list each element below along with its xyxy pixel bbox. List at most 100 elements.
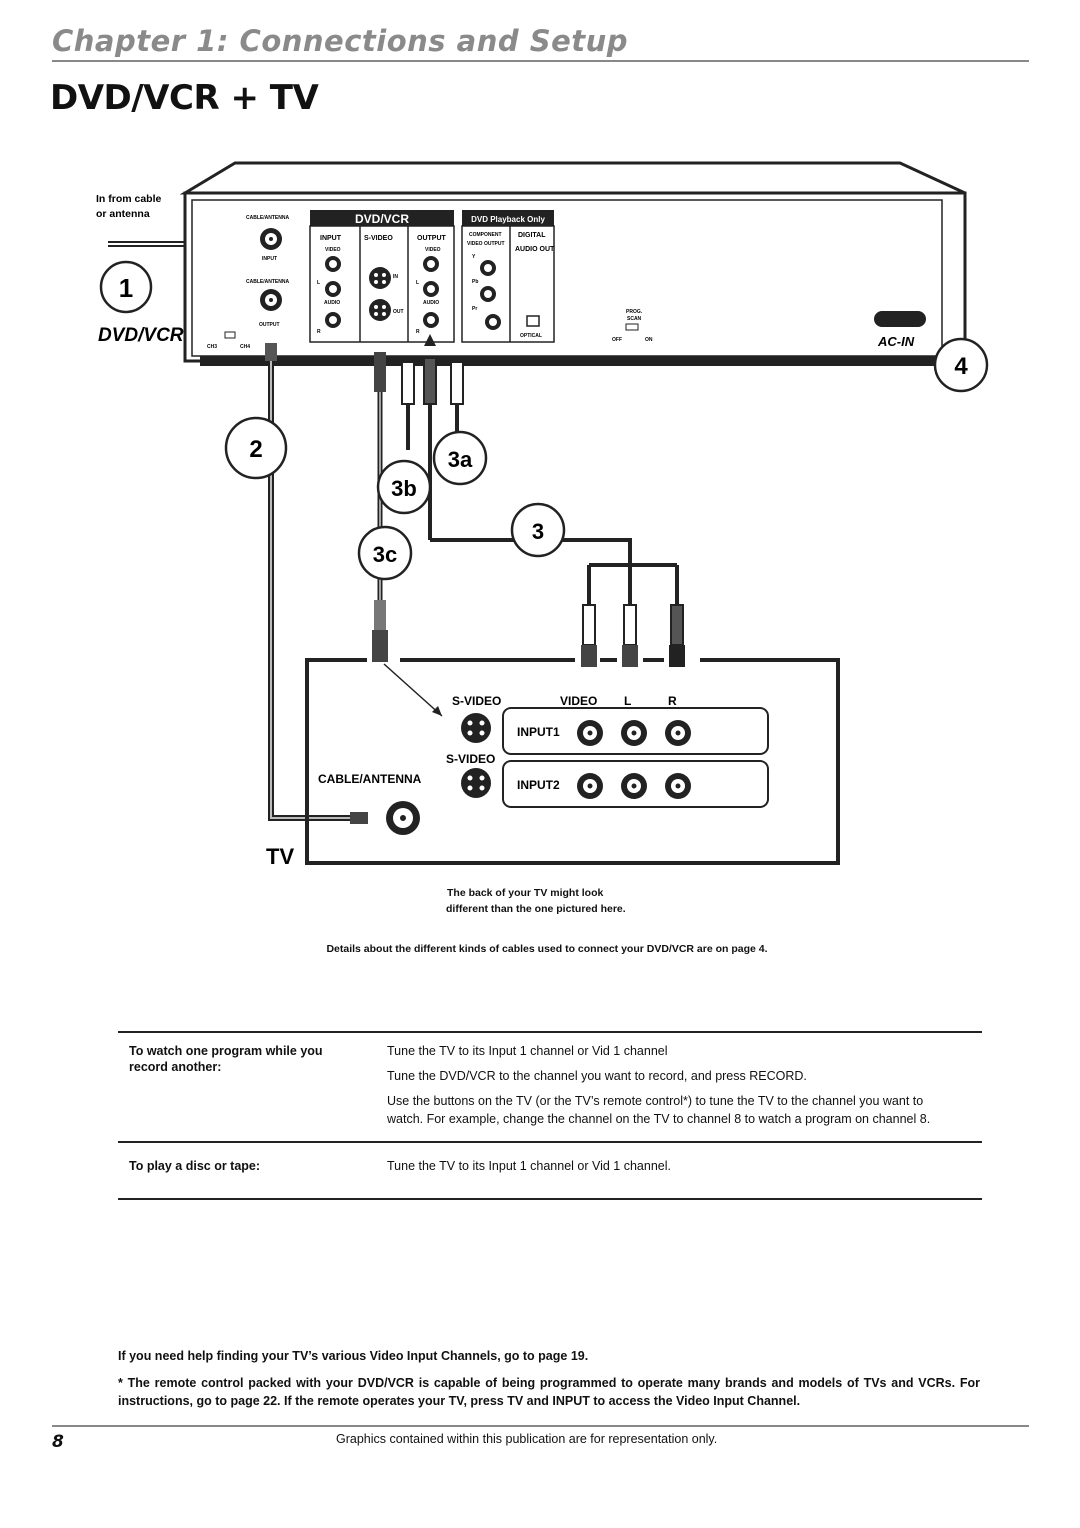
step-2-badge — [224, 416, 288, 480]
input-video-label: VIDEO — [325, 247, 341, 253]
step-3a-badge — [432, 430, 488, 486]
tv-input2-jacks — [577, 773, 691, 799]
rca-cables-from-dvd-vcr — [401, 334, 679, 610]
row-1-step-1: Tune the TV to its Input 1 channel or Vi… — [387, 1044, 668, 1058]
table-bottom-rule — [118, 1198, 982, 1200]
tv-video-label: VIDEO — [560, 694, 597, 708]
row-1-step-2: Tune the DVD/VCR to the channel you want… — [387, 1069, 807, 1083]
step-3c-label: 3c — [373, 542, 397, 567]
cable-antenna-top-label: CABLE/ANTENNA — [246, 215, 289, 221]
dvd-playback-only-label: DVD Playback Only — [471, 215, 545, 224]
remote-footnote: * The remote control packed with your DV… — [118, 1376, 980, 1408]
svideo-header: S-VIDEO — [364, 235, 393, 242]
tv-input2-label: INPUT2 — [517, 778, 560, 792]
prog-scan-switch — [625, 323, 639, 331]
digital-label: DIGITAL — [518, 232, 546, 239]
component-jacks — [480, 260, 501, 330]
tv-svideo-jacks — [461, 713, 491, 798]
svideo-in-label: IN — [393, 274, 398, 280]
tv-back-panel — [305, 658, 840, 865]
tv-input1-jacks — [577, 720, 691, 746]
tv-note-line-1: The back of your TV might look — [447, 887, 604, 899]
ac-in-socket — [874, 311, 926, 327]
scan-label: SCAN — [627, 316, 642, 322]
on-label: ON — [645, 337, 653, 343]
row-2-step-1: Tune the TV to its Input 1 channel or Vi… — [387, 1159, 671, 1173]
table-top-rule — [118, 1031, 982, 1033]
or-antenna-label: or antenna — [96, 208, 150, 220]
step-2-number: 2 — [249, 436, 262, 463]
dvd-vcr-label: DVD/VCR — [98, 325, 184, 346]
input-audio-label: AUDIO — [324, 300, 340, 306]
step-3b-label: 3b — [391, 476, 417, 501]
ch4-label: CH4 — [240, 344, 250, 350]
tv-coax-jack — [386, 801, 420, 835]
table-middle-rule — [118, 1141, 982, 1143]
step-4-number: 4 — [954, 353, 968, 380]
y-label: Y — [472, 254, 476, 260]
tv-svideo-bottom-label: S-VIDEO — [446, 752, 495, 766]
rf-output-jack — [260, 289, 282, 311]
cable-antenna-bottom-label: CABLE/ANTENNA — [246, 279, 289, 285]
output-header: OUTPUT — [417, 235, 447, 242]
footer-note: Graphics contained within this publicati… — [336, 1432, 718, 1446]
output-r-label: R — [416, 329, 420, 335]
header-rule — [52, 60, 1029, 62]
pr-label: Pr — [472, 306, 477, 312]
in-from-cable-label: In from cable — [96, 193, 162, 205]
step-3b-badge — [376, 459, 432, 515]
page-number: 8 — [52, 1432, 64, 1452]
row-1-task-line-2: record another: — [129, 1060, 222, 1074]
input-r-label: R — [317, 329, 321, 335]
dvd-vcr-band-label: DVD/VCR — [355, 212, 409, 226]
coax-cable-to-tv — [265, 343, 368, 824]
off-label: OFF — [612, 337, 622, 343]
audio-out-label: AUDIO OUT — [515, 246, 555, 253]
output-rca-jacks — [423, 256, 439, 328]
dvd-vcr-band — [310, 210, 454, 226]
step-3-number: 3 — [532, 519, 544, 544]
footer-rule — [52, 1425, 1029, 1427]
svideo-out-label: OUT — [393, 309, 404, 315]
pb-label: Pb — [472, 279, 478, 285]
prog-label: PROG. — [626, 309, 643, 315]
row-1-task-line-1: To watch one program while you — [129, 1044, 323, 1058]
video-output-label: VIDEO OUTPUT — [467, 241, 505, 247]
step-3a-label: 3a — [448, 447, 473, 472]
row-1-step-3: Use the buttons on the TV (or the TV’s r… — [387, 1094, 924, 1108]
rf-input-jack — [260, 228, 282, 250]
step-4-badge — [933, 337, 989, 393]
row-2-task: To play a disc or tape: — [129, 1159, 261, 1173]
ch3-ch4-switch — [224, 331, 236, 339]
dvd-vcr-back-panel — [179, 161, 967, 366]
tv-label: TV — [266, 844, 294, 869]
output-video-label: VIDEO — [425, 247, 441, 253]
output-small-label: OUTPUT — [259, 322, 280, 328]
optical-label: OPTICAL — [520, 333, 542, 339]
optical-jack — [526, 315, 540, 327]
tv-r-label: R — [668, 694, 677, 708]
dvd-playback-band — [462, 210, 554, 226]
step-1-badge — [99, 260, 153, 314]
step-3c-badge — [357, 525, 413, 581]
output-l-label: L — [416, 280, 419, 286]
tv-note-line-2: different than the one pictured here. — [446, 903, 626, 915]
rca-plugs-to-tv — [581, 604, 685, 667]
tv-svideo-top-label: S-VIDEO — [452, 694, 501, 708]
component-label: COMPONENT — [469, 232, 502, 238]
output-audio-label: AUDIO — [423, 300, 439, 306]
input-small-label: INPUT — [262, 256, 277, 262]
page-title: DVD/VCR + TV — [50, 78, 319, 118]
chapter-heading: Chapter 1: Connections and Setup — [52, 24, 629, 58]
ch3-label: CH3 — [207, 344, 217, 350]
row-1-step-4: watch. For example, change the channel o… — [387, 1112, 931, 1126]
help-note: If you need help finding your TV’s vario… — [118, 1349, 589, 1363]
tv-l-label: L — [624, 694, 631, 708]
step-1-number: 1 — [119, 273, 133, 303]
tv-cable-antenna-label: CABLE/ANTENNA — [318, 772, 422, 786]
connection-diagram: In from cable or antenna CABLE/ANTENNA I… — [96, 161, 989, 869]
tv-input1-label: INPUT1 — [517, 725, 560, 739]
step-3-badge — [510, 502, 566, 558]
input-header: INPUT — [320, 235, 342, 242]
svideo-jacks — [369, 267, 391, 321]
